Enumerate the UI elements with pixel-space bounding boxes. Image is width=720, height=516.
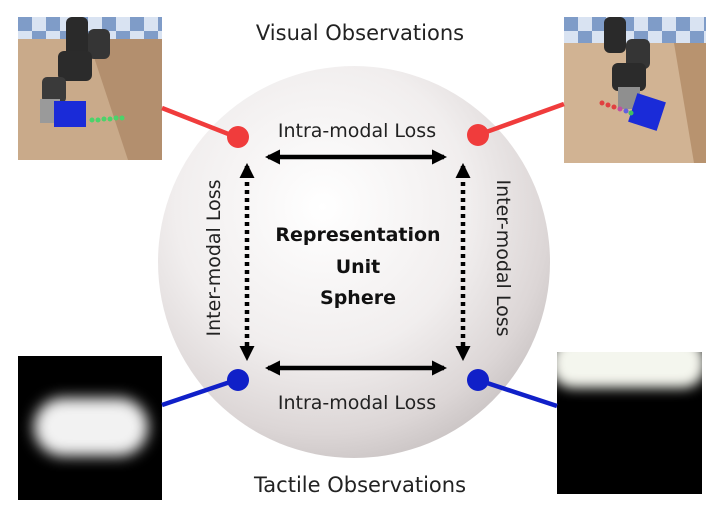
sphere-title-line-3: Sphere (320, 287, 396, 309)
unit-sphere (158, 66, 550, 458)
sphere-title-line-2: Unit (336, 256, 381, 278)
sphere-title-line-1: Representation (275, 224, 440, 246)
connector-visual-left (161, 105, 237, 140)
visual-observation-left-image (18, 17, 162, 160)
tactile-observations-caption: Tactile Observations (253, 473, 467, 497)
visual-embedding-node-right (467, 124, 489, 146)
intra-modal-loss-label-bottom: Intra-modal Loss (278, 392, 436, 414)
connector-tactile-left (161, 377, 237, 408)
tactile-observation-right-image (557, 352, 702, 494)
connector-tactile-right (477, 377, 558, 409)
inter-modal-loss-label-left: Inter-modal Loss (203, 179, 225, 336)
visual-embedding-node-left (227, 126, 249, 148)
tactile-embedding-node-left (227, 369, 249, 391)
inter-modal-loss-label-right: Inter-modal Loss (492, 179, 514, 336)
intra-modal-loss-label-top: Intra-modal Loss (278, 120, 436, 142)
tactile-embedding-node-right (467, 369, 489, 391)
tactile-observation-left-image (18, 356, 162, 500)
visual-observations-caption: Visual Observations (255, 21, 465, 45)
visual-observation-right-image (564, 17, 706, 163)
connector-visual-right (477, 101, 565, 138)
